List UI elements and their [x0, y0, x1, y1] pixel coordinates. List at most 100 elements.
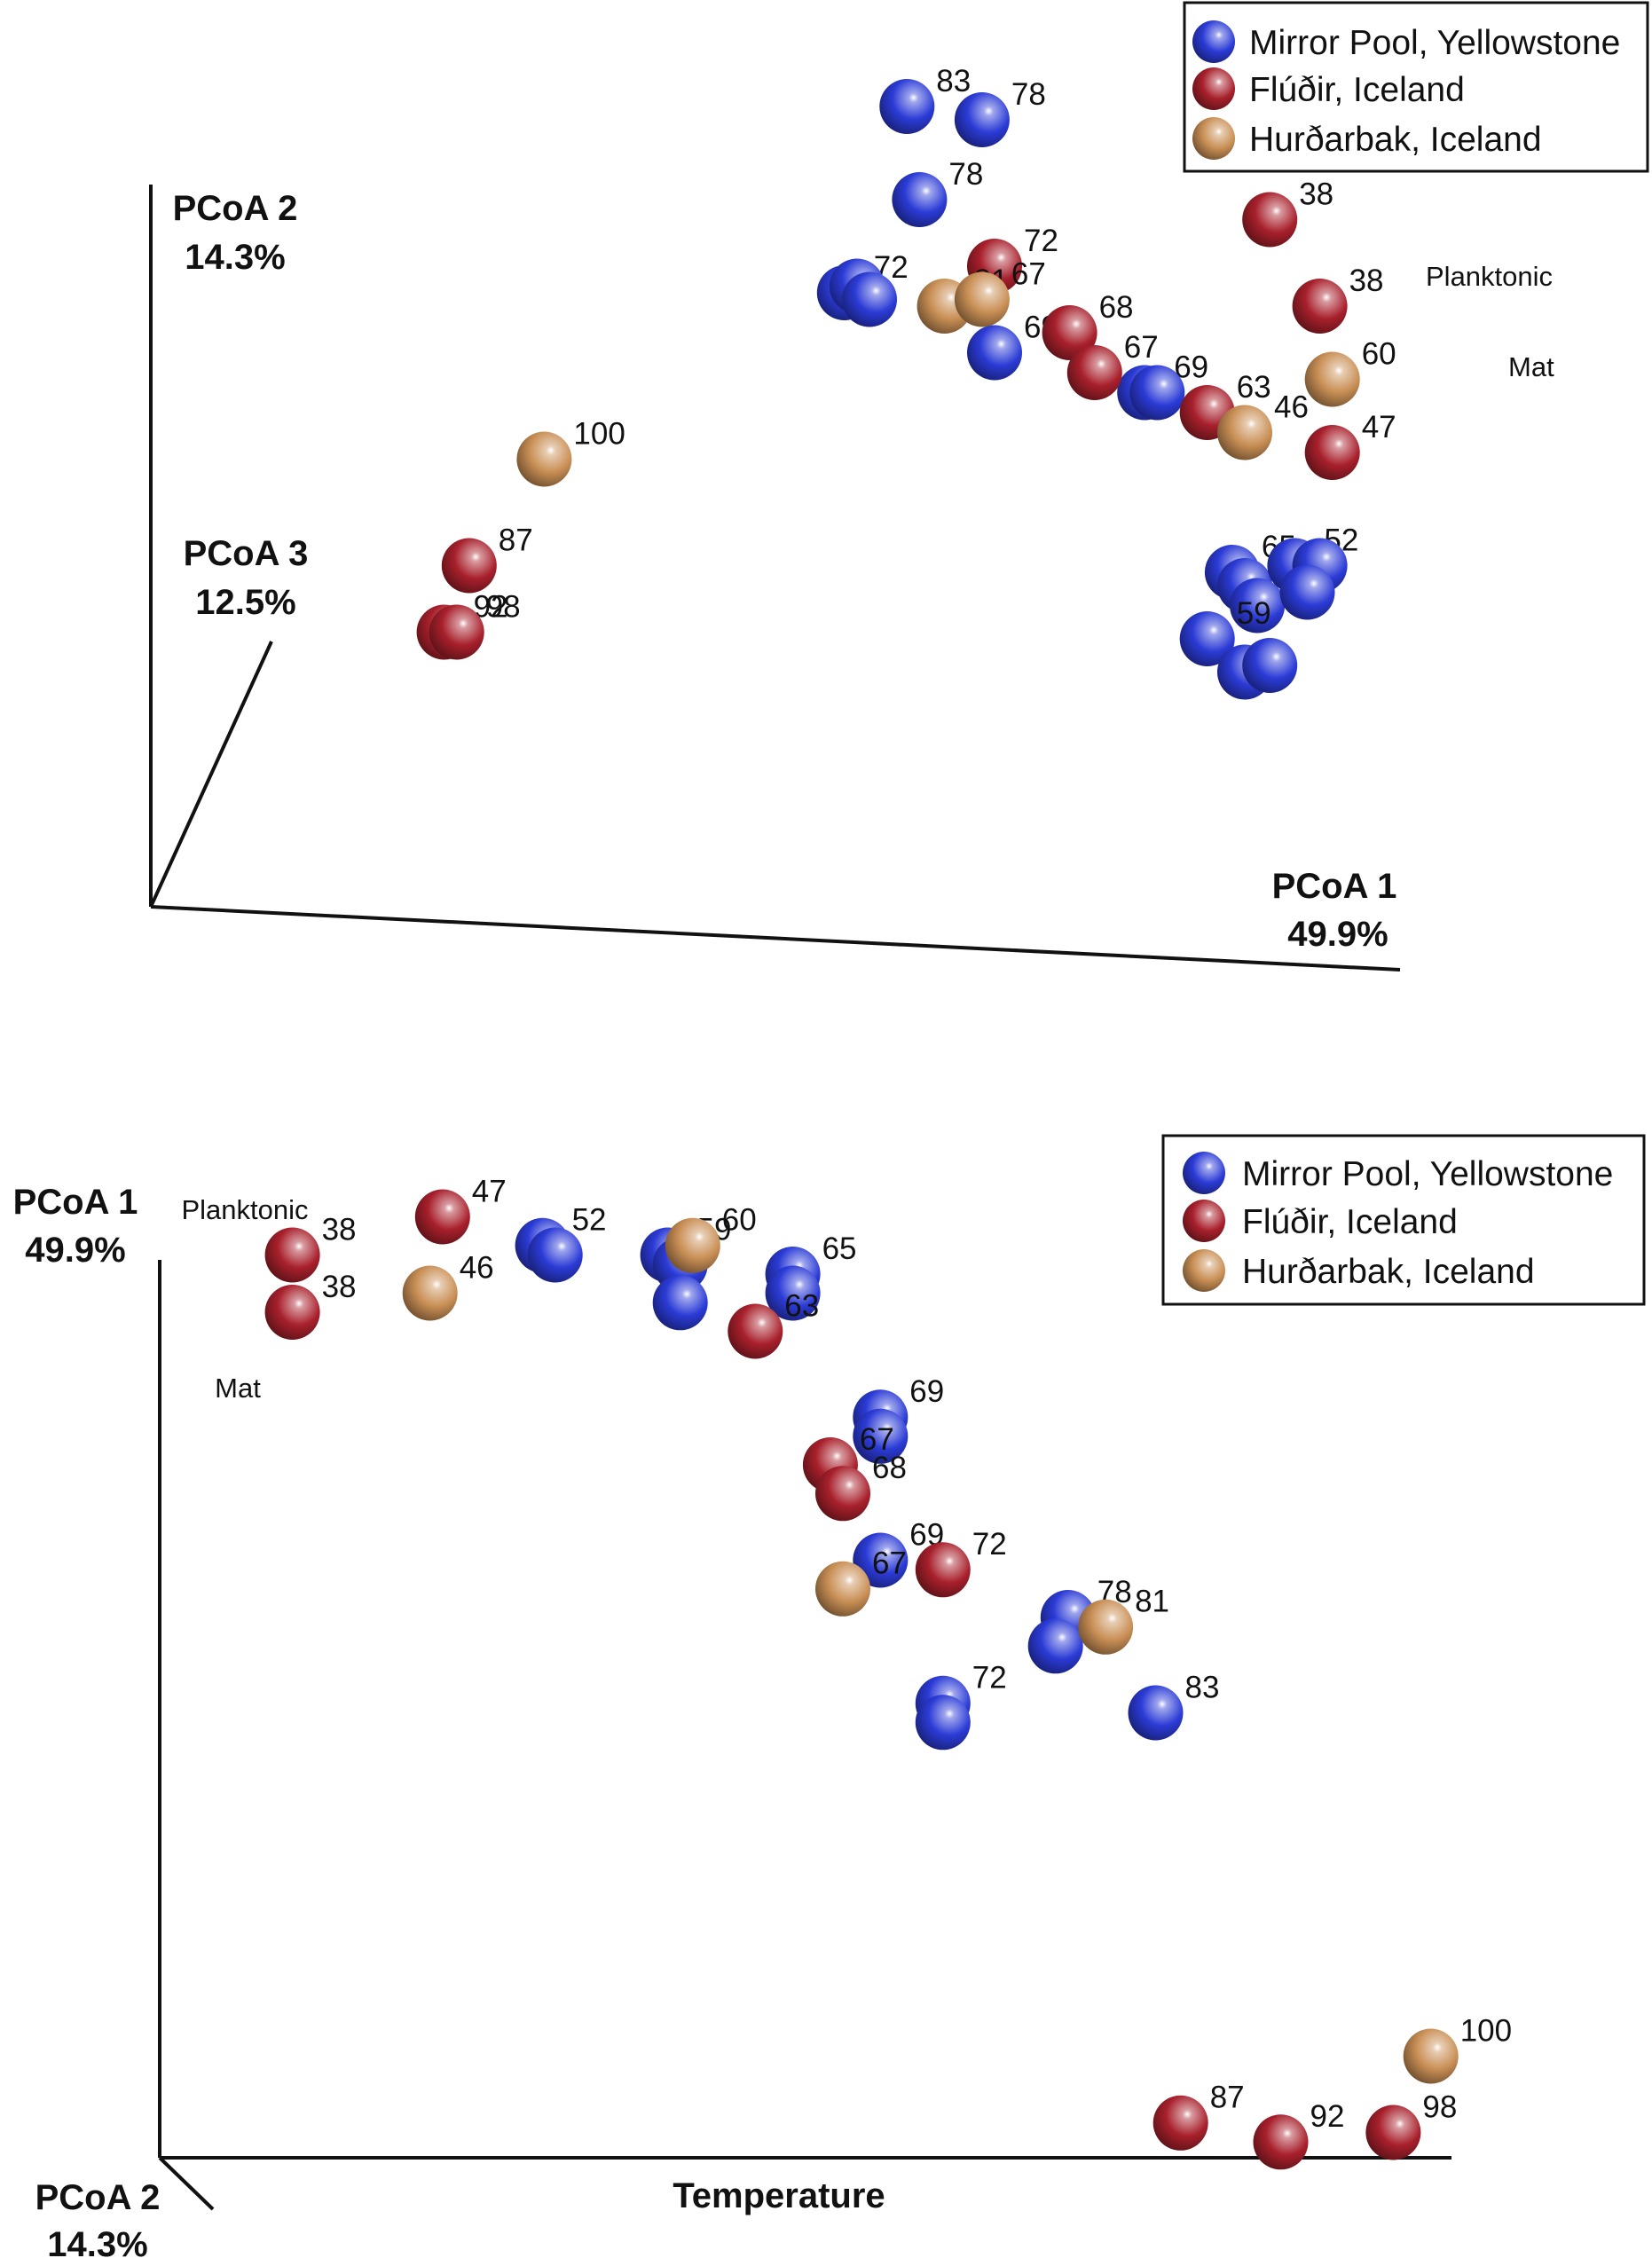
data-point-mirror-pool — [1128, 1685, 1184, 1741]
data-label: 98 — [1422, 2089, 1457, 2124]
legend-box — [1183, 1, 1649, 173]
data-point-mirror-pool — [765, 1265, 821, 1321]
data-point-fludir — [1242, 192, 1298, 248]
data-label: 81 — [1135, 1585, 1169, 1619]
data-point-fludir — [815, 1466, 870, 1522]
data-point-fludir — [264, 1227, 320, 1283]
data-point-hurdarbak — [1304, 351, 1360, 407]
axis-temperature-title: Temperature — [673, 2176, 885, 2215]
legend-marker-mirror-pool — [1192, 20, 1235, 63]
data-point-hurdarbak — [815, 1561, 870, 1617]
data-label: 98 — [486, 590, 521, 625]
data-label: 38 — [1299, 177, 1333, 211]
data-point-mirror-pool — [527, 1227, 583, 1283]
data-point-hurdarbak — [1078, 1599, 1134, 1655]
axis-pcoa2-value: 14.3% — [47, 2225, 147, 2262]
legend-item-fludir: Flúðir, Iceland — [1183, 1200, 1458, 1242]
axes-2d — [158, 1260, 1451, 2211]
data-point-mirror-pool — [967, 325, 1022, 381]
data-point-hurdarbak — [516, 431, 572, 487]
legend-marker-fludir — [1192, 67, 1235, 110]
data-label: 46 — [460, 1251, 494, 1286]
data-point-mirror-pool — [1242, 638, 1298, 693]
legend-item-mirror-pool: Mirror Pool, Yellowstone — [1183, 1152, 1613, 1194]
data-point-fludir — [1292, 279, 1348, 334]
points-3d: 8378787269696552597268676338384787929881… — [416, 64, 1396, 700]
data-point-mirror-pool — [915, 1695, 971, 1751]
data-label: 100 — [573, 416, 625, 451]
data-point-mirror-pool — [1027, 1618, 1083, 1674]
data-label: 38 — [322, 1213, 357, 1247]
data-point-hurdarbak — [1217, 405, 1272, 460]
axis-pcoa1-value: 49.9% — [1287, 915, 1388, 954]
data-label: 46 — [1274, 389, 1309, 424]
data-point-hurdarbak — [954, 271, 1010, 327]
legend-label: Flúðir, Iceland — [1249, 71, 1465, 109]
data-label: 83 — [1185, 1671, 1220, 1705]
data-label: 92 — [1310, 2099, 1345, 2134]
data-label: 72 — [1024, 224, 1058, 258]
axis-pcoa3-line — [149, 641, 273, 908]
legend-item-hurdarbak: Hurðarbak, Iceland — [1192, 117, 1542, 160]
points-2d: 5259656969787283383847636768728792984660… — [264, 1175, 1512, 2170]
data-label: 65 — [822, 1231, 857, 1266]
data-point-fludir — [429, 604, 484, 660]
data-point-mirror-pool — [892, 172, 948, 227]
legend-item-fludir: Flúðir, Iceland — [1192, 67, 1465, 110]
data-point-mirror-pool — [1129, 365, 1185, 421]
legend-item-mirror-pool: Mirror Pool, Yellowstone — [1192, 20, 1620, 63]
data-point-hurdarbak — [665, 1217, 720, 1273]
data-label: 52 — [572, 1203, 607, 1238]
data-label: 87 — [499, 523, 533, 558]
axis-pcoa2-title: PCoA 2 — [173, 189, 298, 228]
data-label: 38 — [1349, 264, 1384, 298]
legend-marker-hurdarbak — [1192, 117, 1235, 160]
data-point-mirror-pool — [842, 271, 897, 327]
data-label: 78 — [948, 157, 983, 192]
data-point-mirror-pool — [652, 1275, 708, 1331]
data-label: 87 — [1210, 2081, 1245, 2115]
data-label: 100 — [1460, 2013, 1512, 2048]
data-label: 68 — [872, 1451, 907, 1485]
data-label: 60 — [722, 1203, 757, 1238]
axis-pcoa2-depth-line — [158, 2156, 215, 2211]
data-point-fludir — [414, 1189, 470, 1245]
data-point-fludir — [1066, 345, 1122, 400]
data-label: 72 — [972, 1527, 1007, 1562]
data-label: 69 — [909, 1374, 944, 1409]
axis-pcoa3-value: 12.5% — [195, 583, 295, 622]
data-point-hurdarbak — [402, 1265, 458, 1321]
axis-pcoa3-title: PCoA 3 — [184, 534, 309, 573]
data-label: 63 — [1237, 370, 1271, 405]
data-point-fludir — [441, 538, 497, 594]
data-point-mirror-pool — [1279, 564, 1335, 620]
data-label: 67 — [872, 1546, 907, 1581]
annotation-mat: Mat — [215, 1373, 261, 1404]
axes-3d — [149, 185, 1401, 972]
axis-pcoa1-value: 49.9% — [25, 1231, 125, 1270]
data-label: 68 — [1099, 290, 1134, 325]
data-point-mirror-pool — [853, 1408, 909, 1464]
panel-3d-pcoa: PCoA 2 14.3% PCoA 3 12.5% PCoA 1 49.9% P… — [149, 1, 1649, 972]
legend-label: Hurðarbak, Iceland — [1242, 1253, 1535, 1291]
data-label: 63 — [784, 1289, 819, 1324]
data-point-mirror-pool — [954, 92, 1010, 147]
legend-marker-fludir — [1183, 1200, 1225, 1242]
annotation-planktonic: Planktonic — [181, 1194, 308, 1225]
data-label: 47 — [1362, 410, 1396, 445]
panel-temperature-pcoa: PCoA 1 49.9% Temperature PCoA 2 14.3% Pl… — [13, 1134, 1646, 2264]
axis-pcoa2-title: PCoA 2 — [35, 2178, 161, 2217]
data-point-fludir — [1042, 305, 1097, 360]
data-point-mirror-pool — [1179, 611, 1235, 666]
data-point-fludir — [1304, 425, 1360, 480]
data-point-fludir — [1253, 2114, 1309, 2170]
annotation-mat: Mat — [1508, 351, 1554, 382]
legend-item-hurdarbak: Hurðarbak, Iceland — [1183, 1249, 1535, 1292]
data-label: 72 — [972, 1661, 1007, 1696]
legend-box — [1161, 1134, 1646, 1306]
data-label: 60 — [1362, 336, 1396, 371]
data-point-mirror-pool — [1230, 578, 1286, 633]
data-label: 47 — [472, 1175, 507, 1209]
